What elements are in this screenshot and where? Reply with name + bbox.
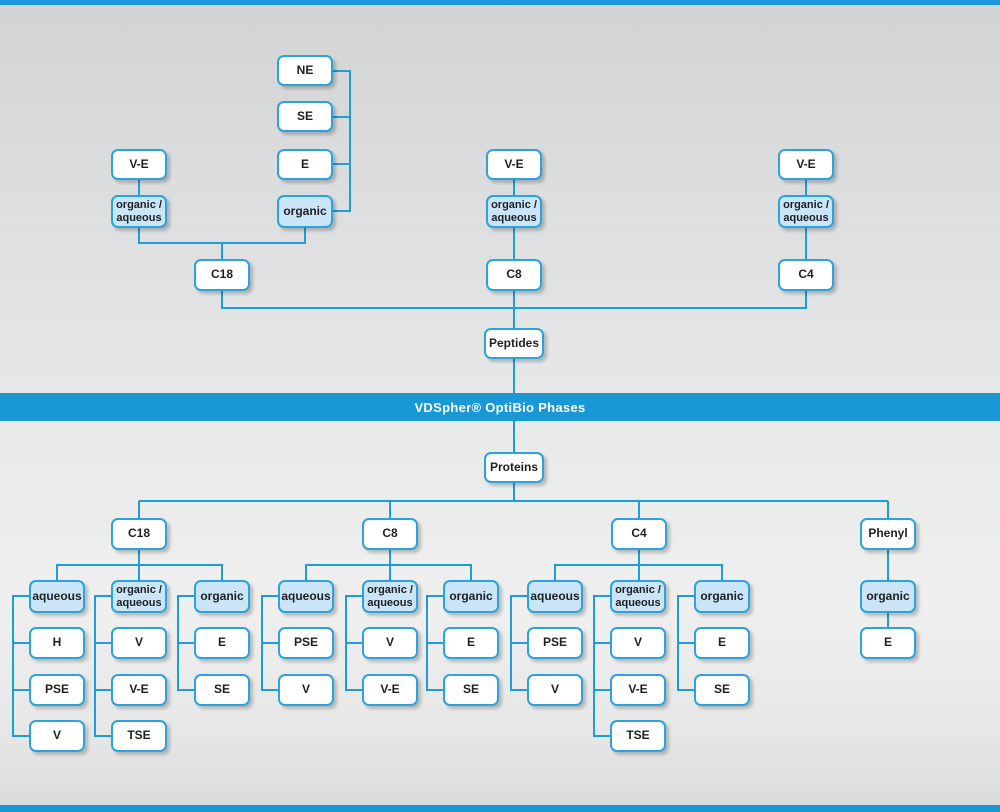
node-c4-peptides: C4 — [778, 259, 834, 291]
node-se-peptides-c18: SE — [277, 101, 333, 132]
top-accent-bar — [0, 0, 1000, 5]
node-v-proteins-c8-oa: V — [362, 627, 418, 659]
node-proteins: Proteins — [484, 452, 544, 483]
node-organic-proteins-c8: organic — [443, 580, 499, 613]
banner: VDSpher® OptiBio Phases — [0, 393, 1000, 421]
node-organic-aqueous-proteins-c8: organic / aqueous — [362, 580, 418, 613]
node-c18-proteins: C18 — [111, 518, 167, 550]
node-e-proteins-phenyl: E — [860, 627, 916, 659]
node-tse-proteins-c18: TSE — [111, 720, 167, 752]
node-c18-peptides: C18 — [194, 259, 250, 291]
node-organic-proteins-c4: organic — [694, 580, 750, 613]
node-organic-aqueous-peptides-c18: organic / aqueous — [111, 195, 167, 228]
node-ne-peptides-c18: NE — [277, 55, 333, 86]
bottom-accent-bar — [0, 805, 1000, 812]
node-e-proteins-c18: E — [194, 627, 250, 659]
connector-line — [94, 595, 111, 737]
node-pse-proteins-c18: PSE — [29, 674, 85, 706]
connector-line — [12, 595, 29, 737]
node-aqueous-proteins-c8: aqueous — [278, 580, 334, 613]
node-v-proteins-c18-oa: V — [111, 627, 167, 659]
node-e-peptides-c18: E — [277, 149, 333, 180]
node-v-proteins-c4-oa: V — [610, 627, 666, 659]
node-c8-proteins: C8 — [362, 518, 418, 550]
node-c8-peptides: C8 — [486, 259, 542, 291]
node-aqueous-proteins-c18: aqueous — [29, 580, 85, 613]
node-pse-proteins-c8: PSE — [278, 627, 334, 659]
node-ve-peptides-c18: V-E — [111, 149, 167, 180]
node-v-proteins-c4-aqueous: V — [527, 674, 583, 706]
node-c4-proteins: C4 — [611, 518, 667, 550]
connector-line — [138, 228, 306, 244]
node-e-proteins-c4: E — [694, 627, 750, 659]
node-organic-aqueous-peptides-c4: organic / aqueous — [778, 195, 834, 228]
node-organic-proteins-c18: organic — [194, 580, 250, 613]
node-ve-peptides-c8: V-E — [486, 149, 542, 180]
node-organic-peptides-c18: organic — [277, 195, 333, 228]
node-ve-proteins-c18: V-E — [111, 674, 167, 706]
banner-title: VDSpher® OptiBio Phases — [414, 399, 586, 415]
connector-line — [333, 70, 351, 212]
node-ve-peptides-c4: V-E — [778, 149, 834, 180]
node-organic-proteins-phenyl: organic — [860, 580, 916, 613]
node-e-proteins-c8: E — [443, 627, 499, 659]
node-organic-aqueous-proteins-c18: organic / aqueous — [111, 580, 167, 613]
node-se-proteins-c4: SE — [694, 674, 750, 706]
node-se-proteins-c8: SE — [443, 674, 499, 706]
connector-line — [593, 595, 610, 737]
node-organic-aqueous-proteins-c4: organic / aqueous — [610, 580, 666, 613]
node-se-proteins-c18: SE — [194, 674, 250, 706]
connector-line — [305, 564, 472, 580]
node-tse-proteins-c4: TSE — [610, 720, 666, 752]
node-pse-proteins-c4: PSE — [527, 627, 583, 659]
node-peptides: Peptides — [484, 328, 544, 359]
node-h-proteins-c18: H — [29, 627, 85, 659]
node-phenyl-proteins: Phenyl — [860, 518, 916, 550]
node-v-proteins-c8-aqueous: V — [278, 674, 334, 706]
node-organic-aqueous-peptides-c8: organic / aqueous — [486, 195, 542, 228]
node-ve-proteins-c8: V-E — [362, 674, 418, 706]
node-ve-proteins-c4: V-E — [610, 674, 666, 706]
node-v-proteins-c18-aqueous: V — [29, 720, 85, 752]
node-aqueous-proteins-c4: aqueous — [527, 580, 583, 613]
